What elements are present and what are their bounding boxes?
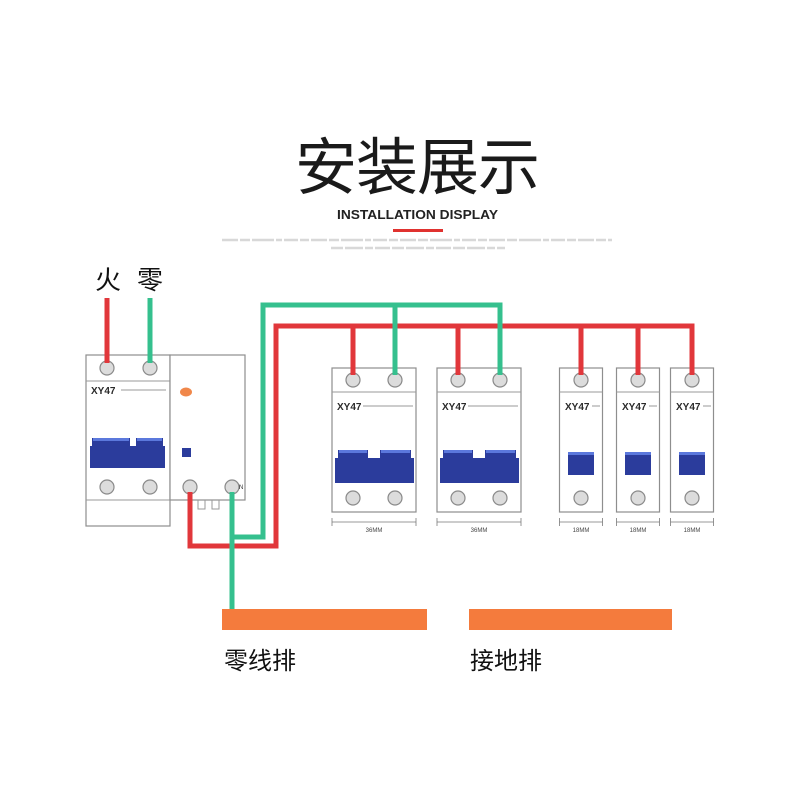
main-breaker-terminal-neutral-in xyxy=(142,360,158,376)
ground-bus-bar-label: 接地排 xyxy=(470,647,542,675)
breaker-1: XY47 36MM xyxy=(331,367,417,534)
live-distribution-wire xyxy=(187,323,695,549)
breaker-2-toggle xyxy=(440,450,519,483)
indicator-window xyxy=(182,448,191,457)
breaker-4-dimension-line xyxy=(616,518,660,526)
main-breaker-terminal-out-right xyxy=(142,479,158,495)
breaker-4-width-label: 18MM xyxy=(630,528,647,534)
breaker-1-terminal-out-left xyxy=(345,490,361,506)
breaker-5-width-label: 18MM xyxy=(684,528,701,534)
subtitle-underline xyxy=(393,229,443,232)
neutral-bus-bar-label: 零线排 xyxy=(224,647,296,675)
breaker-4-terminal-out xyxy=(630,490,646,506)
breaker-5-brand: XY47 xyxy=(676,402,701,413)
breaker-1-housing xyxy=(331,367,417,513)
main-breaker-toggle-highlight-right xyxy=(137,438,162,441)
page-title: 安装展示 xyxy=(295,131,540,204)
breaker-5-dimension-line xyxy=(670,518,714,526)
breaker-4-terminal-in xyxy=(630,372,646,388)
live-supply-label: 火 xyxy=(95,266,121,296)
breaker-4-housing xyxy=(615,367,661,513)
breaker-5: XY47 18MM xyxy=(669,367,715,534)
breaker-2-toggle-highlight-left xyxy=(444,450,472,453)
main-breaker-toggle xyxy=(90,438,165,468)
breaker-5-toggle xyxy=(679,452,705,475)
breaker-1-terminal-out-right xyxy=(387,490,403,506)
neutral-wiring xyxy=(147,298,503,611)
main-breaker-toggle-highlight-left xyxy=(93,438,129,441)
breaker-4: XY47 18MM xyxy=(615,367,661,534)
breaker-1-brand: XY47 xyxy=(337,402,362,413)
breaker-1-toggle-highlight-right xyxy=(381,450,410,453)
neutral-bus-bar xyxy=(222,609,427,630)
breaker-1-toggle-highlight-left xyxy=(339,450,367,453)
live-branch-drops xyxy=(350,326,641,375)
leakage-module-terminal-live-out xyxy=(182,479,198,495)
leakage-module-clips xyxy=(197,500,220,510)
breaker-4-toggle-highlight xyxy=(625,452,651,455)
leakage-module: N xyxy=(169,354,246,510)
live-wiring xyxy=(104,298,695,549)
breaker-3-width-label: 18MM xyxy=(573,528,590,534)
breaker-5-terminal-in xyxy=(684,372,700,388)
breaker-1-width-label: 36MM xyxy=(366,528,383,534)
breaker-3-housing xyxy=(558,367,604,513)
breaker-2-terminal-out-right xyxy=(492,490,508,506)
test-button xyxy=(180,387,192,397)
breaker-2-brand: XY47 xyxy=(442,402,467,413)
neutral-supply-label: 零 xyxy=(137,266,163,296)
breaker-4-toggle xyxy=(625,452,651,475)
neutral-terminal-mark: N xyxy=(239,485,243,491)
page-subtitle: INSTALLATION DISPLAY xyxy=(337,207,498,222)
breaker-1-terminal-in-live xyxy=(345,372,361,388)
ground-bus-bar xyxy=(469,609,672,630)
breaker-4-brand: XY47 xyxy=(622,402,647,413)
breaker-3-terminal-out xyxy=(573,490,589,506)
breaker-1-terminal-in-neutral xyxy=(387,372,403,388)
breaker-2-dimension-line xyxy=(436,518,522,526)
breaker-3-brand: XY47 xyxy=(565,402,590,413)
breaker-1-toggle xyxy=(335,450,414,483)
breaker-3: XY47 18MM xyxy=(558,367,604,534)
breaker-3-terminal-in xyxy=(573,372,589,388)
breaker-2-width-label: 36MM xyxy=(471,528,488,534)
leakage-module-housing xyxy=(169,354,246,501)
breaker-3-dimension-line xyxy=(559,518,603,526)
breaker-2-terminal-in-neutral xyxy=(492,372,508,388)
breaker-3-toggle-highlight xyxy=(568,452,594,455)
breaker-3-toggle xyxy=(568,452,594,475)
breaker-5-housing xyxy=(669,367,715,513)
breaker-5-toggle-highlight xyxy=(679,452,705,455)
breaker-2-terminal-out-left xyxy=(450,490,466,506)
leakage-module-terminal-neutral-out xyxy=(224,479,240,495)
breaker-2-terminal-in-live xyxy=(450,372,466,388)
main-breaker-terminal-live-in xyxy=(99,360,115,376)
breaker-1-dimension-line xyxy=(331,518,417,526)
breaker-2-toggle-highlight-right xyxy=(486,450,515,453)
main-breaker-terminal-out-left xyxy=(99,479,115,495)
main-breaker: XY47 xyxy=(85,354,171,527)
breaker-2: XY47 36MM xyxy=(436,367,522,534)
neutral-distribution-wire xyxy=(229,302,503,540)
breaker-2-housing xyxy=(436,367,522,513)
main-breaker-brand: XY47 xyxy=(91,386,116,397)
breaker-5-terminal-out xyxy=(684,490,700,506)
